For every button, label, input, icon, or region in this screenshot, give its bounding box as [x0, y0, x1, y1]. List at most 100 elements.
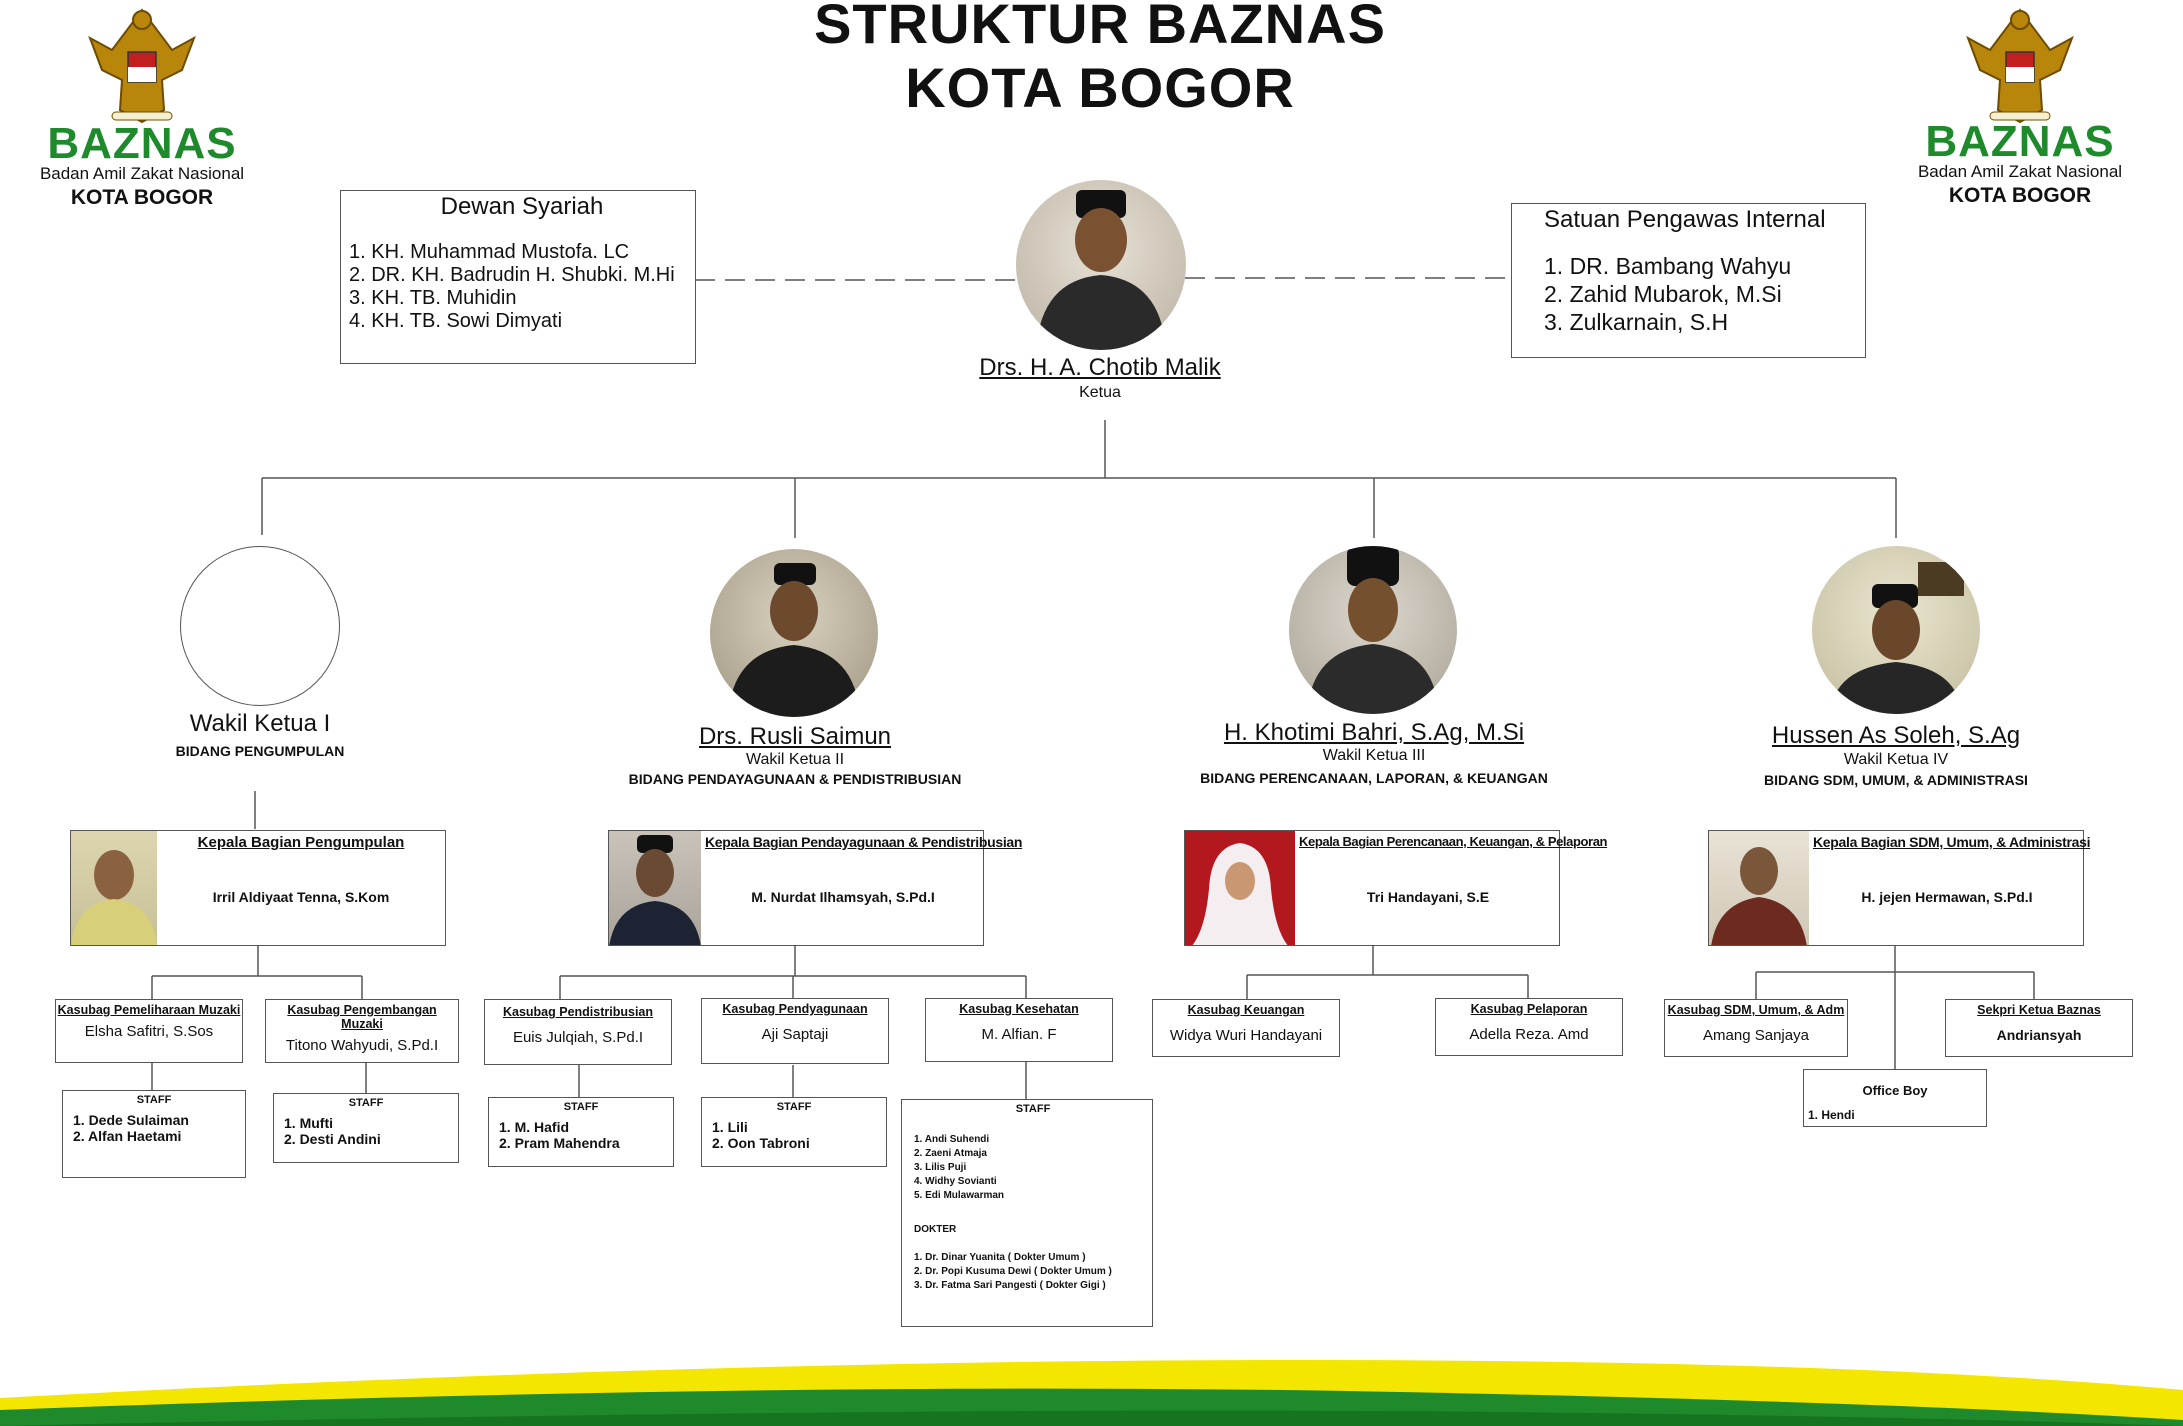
kasubag-name: Adella Reza. Amd: [1469, 1026, 1589, 1043]
footer-swoosh: [0, 1360, 2183, 1426]
avatar: [1289, 546, 1457, 714]
kabag-name: M. Nurdat Ilhamsyah, S.Pd.I: [751, 889, 935, 905]
staff-label: STAFF: [1015, 1103, 1051, 1115]
logo-word: BAZNAS: [1925, 117, 2115, 166]
logo-city: KOTA BOGOR: [1948, 184, 2092, 207]
wakil-1-field: BIDANG PENGUMPULAN: [175, 743, 345, 759]
staff-list: 1. Lili 2. Oon Tabroni: [712, 1119, 886, 1151]
kasubag-name: Euis Julqiah, S.Pd.I: [512, 1029, 644, 1046]
kabag-title: Kepala Bagian Pengumpulan: [197, 834, 405, 851]
wakil-4-name: Hussen As Soleh, S.Ag: [1771, 722, 2021, 749]
staff-box: STAFF 1. Mufti 2. Desti Andini: [273, 1093, 459, 1163]
kasubag-pelaporan-box: Kasubag Pelaporan Adella Reza. Amd: [1435, 998, 1623, 1056]
kasubag-title: Kasubag Pendyagunaan: [722, 1002, 868, 1016]
ketua-role: Ketua: [1079, 384, 1121, 401]
kabag-perencanaan-box: Kepala Bagian Perencanaan, Keuangan, & P…: [1184, 830, 1608, 946]
list-item: 2. DR. KH. Badrudin H. Shubki. M.Hi: [349, 264, 675, 286]
logo-city: KOTA BOGOR: [70, 186, 214, 209]
list-item: 2. Desti Andini: [284, 1131, 381, 1147]
pengawas-box: Satuan Pengawas Internal 1. DR. Bambang …: [1511, 203, 1866, 358]
list-item: 1. Lili: [712, 1119, 748, 1135]
office-boy-box: Office Boy 1. Hendi: [1803, 1069, 1987, 1127]
kabag-title: Kepala Bagian Pendayagunaan & Pendistrib…: [705, 834, 1023, 850]
list-item: 4. KH. TB. Sowi Dimyati: [349, 310, 563, 332]
staff-label: STAFF: [136, 1094, 172, 1106]
kabag-sdm-box: Kepala Bagian SDM, Umum, & Administrasi …: [1708, 830, 2091, 946]
garuda-emblem-icon: [1966, 8, 2074, 124]
list-item: 2. Pram Mahendra: [499, 1135, 620, 1151]
office-boy-title: Office Boy: [1862, 1083, 1928, 1098]
title-line-1: STRUKTUR BAZNAS: [814, 0, 1386, 55]
kabag-name: H. jejen Hermawan, S.Pd.I: [1861, 889, 2033, 905]
person-photo-icon: [71, 850, 157, 945]
person-photo-icon: [1036, 190, 1166, 350]
wakil-1-name: Wakil Ketua I: [189, 710, 331, 737]
kasubag-title: Kasubag Kesehatan: [959, 1002, 1079, 1016]
kabag-title: Kepala Bagian SDM, Umum, & Administrasi: [1813, 834, 2091, 850]
kabag-photo: [1185, 831, 1295, 945]
dokter-list: 1. Dr. Dinar Yuanita ( Dokter Umum ) 2. …: [914, 1251, 1152, 1293]
list-item: 1. Dr. Dinar Yuanita ( Dokter Umum ): [914, 1252, 1086, 1263]
kabag-title: Kepala Bagian Perencanaan, Keuangan, & P…: [1299, 834, 1608, 849]
staff-dokter-box: STAFF 1. Andi Suhendi 2. Zaeni Atmaja 3.…: [901, 1099, 1153, 1327]
list-item: 2. Dr. Popi Kusuma Dewi ( Dokter Umum ): [914, 1266, 1112, 1277]
list-item: 1. Mufti: [284, 1115, 333, 1131]
wakil-2-name: Drs. Rusli Saimun: [698, 723, 892, 750]
kasubag-name: M. Alfian. F: [981, 1026, 1057, 1043]
baznas-logo-right: BAZNAS Badan Amil Zakat Nasional KOTA BO…: [1900, 0, 2140, 215]
person-photo-icon: [1192, 843, 1288, 945]
staff-list: 1. Andi Suhendi 2. Zaeni Atmaja 3. Lilis…: [914, 1133, 1152, 1203]
title-line-2: KOTA BOGOR: [905, 56, 1295, 119]
staff-label: STAFF: [776, 1101, 812, 1113]
kabag-photo: [71, 831, 157, 945]
kasubag-sdm-box: Kasubag SDM, Umum, & Adm Amang Sanjaya: [1664, 999, 1848, 1057]
list-item: 5. Edi Mulawarman: [914, 1190, 1005, 1201]
staff-list: 1. Dede Sulaiman 2. Alfan Haetami: [73, 1112, 245, 1144]
garuda-emblem-icon: [88, 8, 196, 124]
kasubag-title: Sekpri Ketua Baznas: [1977, 1003, 2101, 1017]
staff-list: 1. M. Hafid 2. Pram Mahendra: [499, 1119, 673, 1151]
kasubag-title: Kasubag SDM, Umum, & Adm: [1667, 1003, 1845, 1017]
kasubag-title: Kasubag Pendistribusian: [502, 1005, 654, 1019]
kabag-photo: [1709, 831, 1809, 945]
kabag-pengumpulan-box: Kepala Bagian Pengumpulan Irril Aldiyaat…: [70, 830, 446, 946]
kasubag-pemeliharaan-box: Kasubag Pemeliharaan Muzaki Elsha Safitr…: [55, 999, 243, 1063]
logo-subtitle: Badan Amil Zakat Nasional: [1917, 162, 2123, 181]
kasubag-name: Aji Saptaji: [761, 1026, 829, 1043]
wakil-4-role: Wakil Ketua IV: [1843, 751, 1949, 768]
kasubag-name: Titono Wahyudi, S.Pd.I: [285, 1037, 439, 1054]
list-item: 1. M. Hafid: [499, 1119, 570, 1135]
staff-label: STAFF: [348, 1097, 384, 1109]
wakil-3-field: BIDANG PERENCANAAN, LAPORAN, & KEUANGAN: [1200, 770, 1548, 786]
kabag-name: Tri Handayani, S.E: [1366, 889, 1490, 905]
list-item: 3. KH. TB. Muhidin: [349, 287, 517, 309]
kasubag-pengembangan-box: Kasubag Pengembangan Muzaki Titono Wahyu…: [265, 999, 459, 1063]
staff-list: 1. Mufti 2. Desti Andini: [284, 1115, 458, 1147]
dewan-syariah-box: Dewan Syariah 1. KH. Muhammad Mustofa. L…: [340, 190, 696, 364]
list-item: 1. Hendi: [1808, 1108, 1855, 1122]
wakil-3-name: H. Khotimi Bahri, S.Ag, M.Si: [1223, 719, 1525, 746]
wakil-4-field: BIDANG SDM, UMUM, & ADMINISTRASI: [1764, 772, 2028, 788]
baznas-logo-left: BAZNAS Badan Amil Zakat Nasional KOTA BO…: [22, 0, 262, 215]
list-item: 3. Dr. Fatma Sari Pangesti ( Dokter Gigi…: [914, 1280, 1106, 1291]
kasubag-pendyagunaan-box: Kasubag Pendyagunaan Aji Saptaji: [701, 998, 889, 1064]
wakil-3-role: Wakil Ketua III: [1322, 747, 1426, 764]
kasubag-name: Andriansyah: [1996, 1027, 2082, 1043]
pengawas-title: Satuan Pengawas Internal: [1544, 206, 1826, 233]
list-item: 1. Andi Suhendi: [914, 1134, 990, 1145]
list-item: 3. Lilis Puji: [914, 1162, 967, 1173]
kasubag-name: Amang Sanjaya: [1703, 1027, 1809, 1044]
person-photo-icon: [1307, 546, 1439, 714]
sekpri-box: Sekpri Ketua Baznas Andriansyah: [1945, 999, 2133, 1057]
avatar: [1812, 546, 1980, 714]
pengawas-list: 1. DR. Bambang Wahyu 2. Zahid Mubarok, M…: [1544, 252, 1865, 336]
avatar-placeholder: [180, 546, 340, 706]
staff-box: STAFF 1. M. Hafid 2. Pram Mahendra: [488, 1097, 674, 1167]
staff-box: STAFF 1. Lili 2. Oon Tabroni: [701, 1097, 887, 1167]
ketua-name: Drs. H. A. Chotib Malik: [979, 354, 1221, 381]
list-item: 1. Dede Sulaiman: [73, 1112, 189, 1128]
kasubag-pendistribusian-box: Kasubag Pendistribusian Euis Julqiah, S.…: [484, 999, 672, 1065]
person-photo-icon: [609, 835, 701, 945]
staff-box: STAFF 1. Dede Sulaiman 2. Alfan Haetami: [62, 1090, 246, 1178]
